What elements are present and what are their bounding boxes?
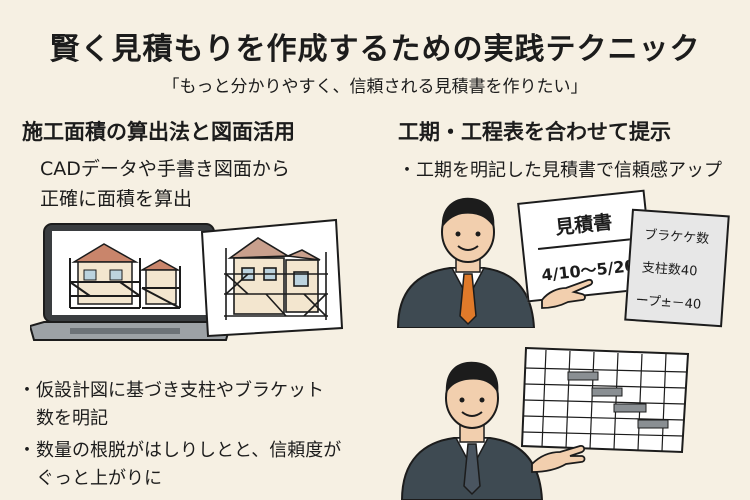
house-on-screen-icon	[69, 243, 181, 309]
gantt-chart-board	[520, 346, 690, 454]
left-section-heading: 施工面積の算出法と図面活用	[22, 120, 295, 144]
left-bullet-1-line1: ・仮設計図に基づき支柱やブラケット	[18, 380, 324, 401]
left-desc-line2: 正確に面積を算出	[40, 188, 193, 210]
pointing-hand-icon	[541, 278, 594, 309]
tie-icon	[459, 273, 477, 326]
right-section-heading: 工期・工程表を合わせて提示	[398, 120, 671, 144]
page-subtitle: 「もっと分かりやすく、信頼される見積書を作りたい」	[162, 77, 588, 97]
tie-icon	[463, 443, 481, 496]
left-bullet-2-line2: ぐっと上がりに	[36, 468, 162, 489]
house-drawing-illustration	[200, 218, 344, 338]
page-title: 賢く見積もりを作成するための実践テクニック	[49, 32, 701, 67]
detail-card: ブラケケ数 支柱数40 ープ±－40	[624, 208, 730, 328]
laptop-illustration	[30, 223, 230, 341]
left-bullet-1-line2: 数を明記	[36, 408, 108, 429]
left-bullet-2-line1: ・数量の根脱がはしりしとと、信頼度が	[18, 440, 342, 461]
detail-card-line1: ブラケケ数	[643, 227, 710, 248]
left-desc-line1: CADデータや手書き図面から	[40, 158, 290, 180]
scaffold-house-icon	[224, 237, 328, 320]
detail-card-line2: 支柱数40	[641, 260, 698, 280]
detail-card-line3: ープ±－40	[635, 293, 702, 313]
businessman-gantt-illustration	[400, 361, 544, 500]
right-bullet: ・工期を明記した見積書で信頼感アップ	[398, 160, 722, 181]
businessman-presenting-illustration	[396, 197, 536, 328]
open-hand-icon	[531, 444, 586, 473]
